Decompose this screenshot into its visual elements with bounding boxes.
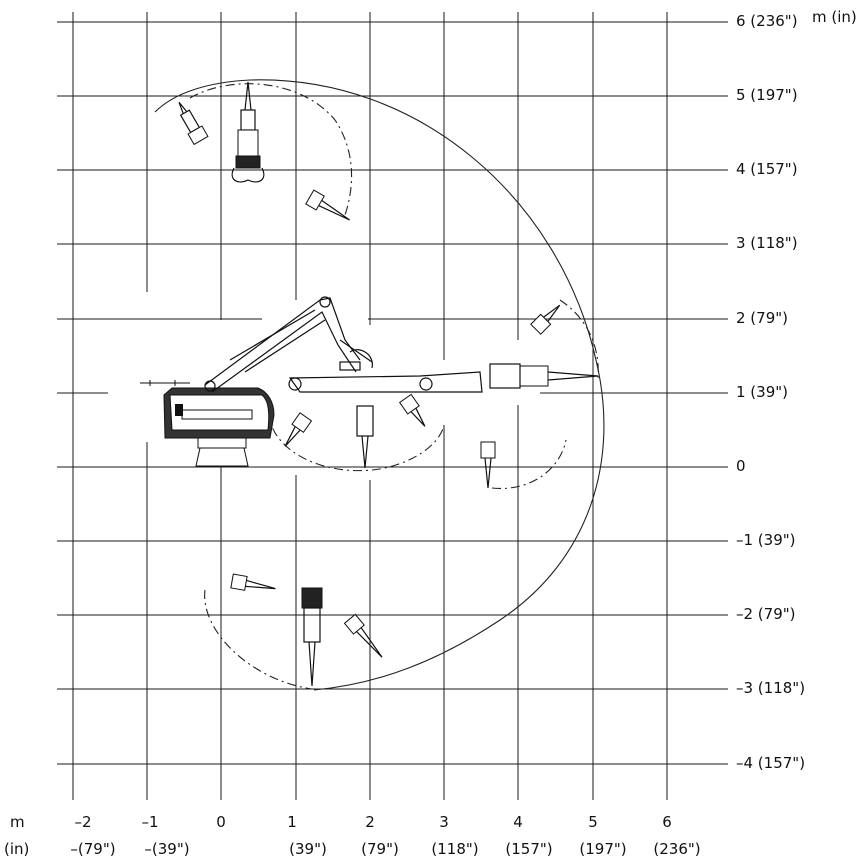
y-label-0: 0 bbox=[736, 457, 746, 475]
hammer-center-down bbox=[356, 405, 374, 469]
hammer-extended bbox=[489, 363, 599, 389]
x-label-5: 5 bbox=[588, 813, 598, 831]
hammer-right-lower bbox=[480, 441, 496, 489]
hammer-top-left bbox=[178, 101, 209, 146]
x-inch-2: (79") bbox=[361, 840, 399, 858]
hammer-bottom-left bbox=[230, 573, 276, 591]
y-label-2: 2 (79") bbox=[736, 309, 789, 327]
y-unit-label: m (in) bbox=[812, 8, 857, 26]
x-inch-4: (157") bbox=[505, 840, 553, 858]
x-label-3: 3 bbox=[439, 813, 449, 831]
x-label-4: 4 bbox=[513, 813, 523, 831]
upper-dash-arc bbox=[189, 83, 353, 216]
x-inch-minus-1: –(39") bbox=[144, 840, 190, 858]
grid bbox=[57, 12, 728, 800]
hammer-center-right bbox=[398, 393, 426, 427]
hammer-top bbox=[231, 81, 265, 183]
x-label-2: 2 bbox=[365, 813, 375, 831]
x-inch-5: (197") bbox=[579, 840, 627, 858]
x-unit-meters: m bbox=[10, 813, 25, 831]
hammer-top-right bbox=[305, 189, 350, 221]
y-label-minus-4: –4 (157") bbox=[736, 754, 806, 772]
y-label-6: 6 (236") bbox=[736, 12, 798, 30]
y-label-1: 1 (39") bbox=[736, 383, 789, 401]
x-label-1: 1 bbox=[287, 813, 297, 831]
hammer-center-left bbox=[284, 412, 313, 447]
x-unit-inches: (in) bbox=[4, 840, 30, 858]
x-label-minus-1: –1 bbox=[141, 813, 159, 831]
hammer-bottom-right bbox=[343, 613, 383, 658]
hammer-right-upper bbox=[530, 304, 561, 335]
hammer-positions bbox=[178, 81, 599, 687]
hammer-bottom bbox=[301, 587, 323, 687]
demolition-robot bbox=[140, 380, 275, 467]
right-dash-arc bbox=[559, 299, 599, 379]
center-dash-arc bbox=[267, 409, 445, 472]
x-label-minus-2: –2 bbox=[74, 813, 92, 831]
x-label-0: 0 bbox=[216, 813, 226, 831]
y-label-minus-2: –2 (79") bbox=[736, 605, 796, 623]
right-lower-dash-arc bbox=[491, 439, 567, 490]
y-label-minus-3: –3 (118") bbox=[736, 679, 806, 697]
x-inch-3: (118") bbox=[431, 840, 479, 858]
x-inch-1: (39") bbox=[289, 840, 327, 858]
y-label-4: 4 (157") bbox=[736, 160, 798, 178]
max-reach-arc bbox=[154, 79, 605, 691]
arm-system bbox=[204, 296, 483, 393]
y-label-3: 3 (118") bbox=[736, 234, 798, 252]
x-inch-minus-2: –(79") bbox=[70, 840, 116, 858]
y-label-minus-1: –1 (39") bbox=[736, 531, 796, 549]
lower-dash-arc bbox=[204, 589, 313, 690]
y-label-5: 5 (197") bbox=[736, 86, 798, 104]
x-label-6: 6 bbox=[662, 813, 672, 831]
x-inch-6: (236") bbox=[653, 840, 701, 858]
